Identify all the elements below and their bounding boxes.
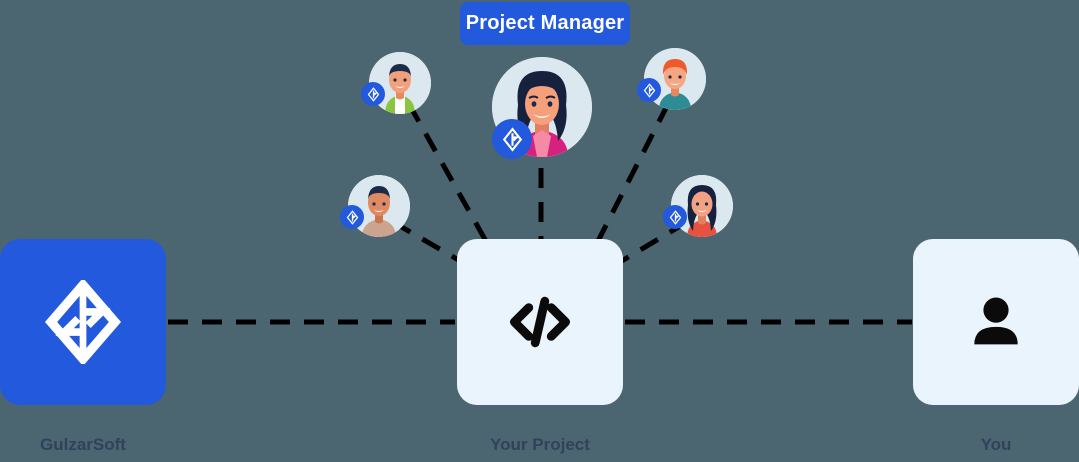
edge-midleft-to-project [391,219,464,265]
gulzarsoft-logo-icon [502,126,522,152]
code-brackets-icon [510,296,570,348]
edge-topleft-to-project [406,102,490,245]
project-manager-badge: Project Manager [460,2,630,45]
your-project-card[interactable] [457,239,623,405]
gulzarsoft-card-caption: GulzarSoft [40,435,126,454]
gulzarsoft-verified-badge [492,119,532,159]
your-project-card-caption: Your Project [490,435,590,454]
person-icon [974,297,1018,345]
project-manager-badge-label: Project Manager [465,12,625,34]
gulzarsoft-card[interactable] [0,239,166,405]
avatar-member-mid-left[interactable] [340,175,410,237]
gulzarsoft-verified-badge [663,205,687,229]
you-card-caption: You [980,435,1012,454]
avatar-member-top-left[interactable] [361,52,431,114]
edge-topright-to-project [594,102,671,245]
gulzarsoft-logo-icon [367,86,379,102]
avatar-art-mid-right [671,175,733,237]
avatar-member-top-right[interactable] [637,48,706,110]
gulzarsoft-logo-icon [669,209,681,225]
avatar-circle [492,57,592,157]
gulzarsoft-logo-icon [643,82,655,98]
gulzarsoft-verified-badge [340,205,364,229]
gulzarsoft-logo-icon [346,209,358,225]
you-card[interactable] [913,239,1079,405]
avatar-member-mid-right[interactable] [663,175,733,237]
gulzarsoft-verified-badge [361,82,385,106]
gulzarsoft-logo-icon [44,280,122,364]
gulzarsoft-verified-badge [637,78,661,102]
avatar-member-lead[interactable] [492,57,592,159]
